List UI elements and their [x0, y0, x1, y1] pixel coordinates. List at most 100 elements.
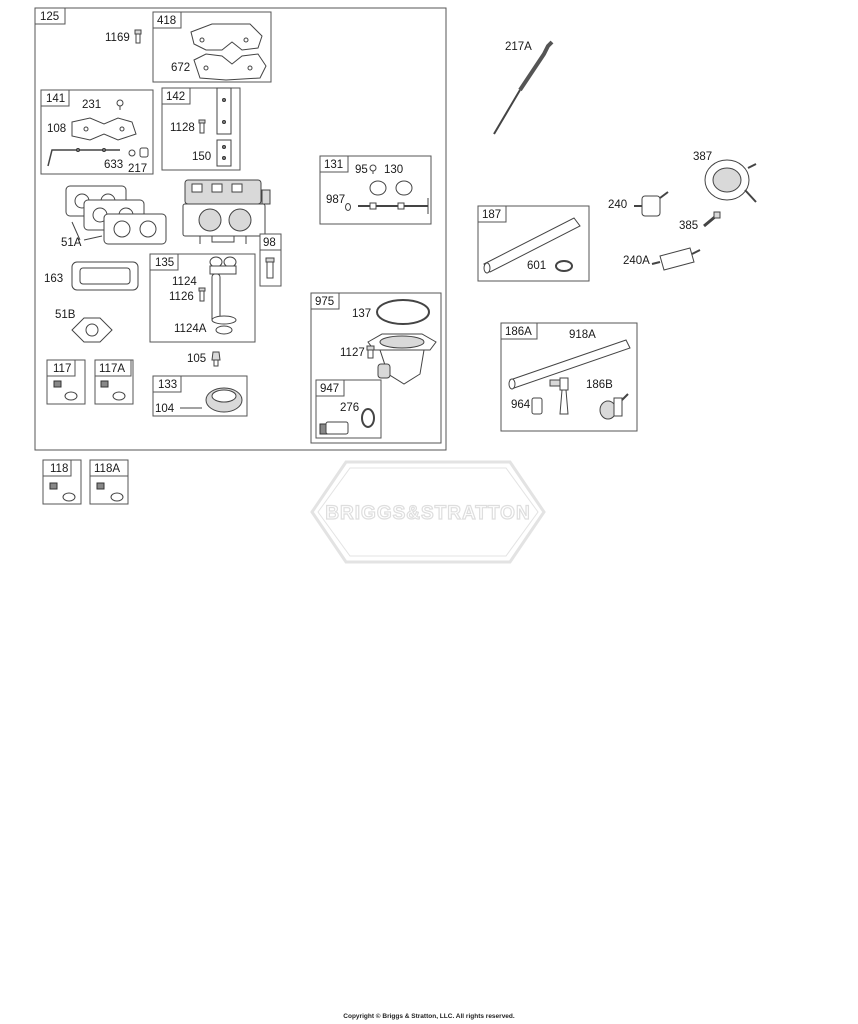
- solenoid-947-icon: [319, 421, 349, 435]
- group-box-125: [34, 7, 447, 451]
- screw-1128-icon: [198, 119, 206, 134]
- shaft-131-icon: [358, 198, 429, 214]
- float-bowl-975-icon: [367, 333, 437, 385]
- clip-987-icon: [345, 203, 351, 211]
- group-label-118: 118: [50, 463, 68, 475]
- clamp-601-icon: [555, 260, 573, 272]
- gasket-137-icon: [376, 299, 430, 325]
- part-label-51A: 51A: [61, 237, 82, 249]
- group-label-133: 133: [158, 379, 177, 391]
- group-label-142: 142: [166, 91, 185, 103]
- float-135-icon: [209, 256, 237, 325]
- shutoff-valve-186B-icon: [599, 393, 629, 420]
- part-label-137: 137: [352, 308, 371, 320]
- fitting-117-icon: [53, 380, 78, 401]
- fuel-filter-240-icon: [634, 191, 669, 217]
- part-label-240A: 240A: [623, 255, 650, 267]
- part-label-104: 104: [155, 403, 175, 415]
- screw-1126-icon: [198, 287, 206, 302]
- part-label-108: 108: [47, 123, 66, 135]
- screw-231-icon: [116, 99, 124, 110]
- group-box-142: [161, 87, 241, 171]
- part-label-964: 964: [511, 399, 531, 411]
- jet-98-icon: [265, 257, 275, 279]
- part-label-1124A: 1124A: [174, 323, 207, 335]
- fuel-pump-387-icon: [704, 159, 757, 203]
- screw-105-icon: [211, 351, 221, 367]
- valve-disc-left-icon: [369, 180, 387, 196]
- plate-108-icon: [71, 117, 137, 141]
- group-label-131: 131: [324, 159, 343, 171]
- plate-150-icon: [216, 139, 232, 167]
- screw-385-icon: [703, 211, 721, 228]
- fuel-filter-240A-icon: [651, 247, 701, 271]
- part-label-105: 105: [187, 353, 206, 365]
- group-label-186A: 186A: [505, 326, 532, 338]
- washer-633-icon: [128, 149, 136, 157]
- part-label-51B: 51B: [55, 309, 76, 321]
- gasket-51A-stack-icon: [65, 185, 167, 245]
- copyright-notice: Copyright © Briggs & Stratton, LLC. All …: [343, 1013, 515, 1020]
- group-label-418: 418: [157, 15, 176, 27]
- float-133-icon: [205, 387, 243, 413]
- screw-1127-icon: [366, 345, 375, 359]
- group-box-186A: [500, 322, 638, 432]
- part-label-186B: 186B: [586, 379, 613, 391]
- part-label-987: 987: [326, 194, 345, 206]
- linkage-rod-icon: [47, 148, 120, 167]
- group-label-975: 975: [315, 296, 334, 308]
- valve-disc-right-icon: [395, 180, 413, 196]
- screw-95-icon: [369, 164, 377, 174]
- part-label-672: 672: [171, 62, 190, 74]
- part-label-1128: 1128: [170, 122, 195, 134]
- group-box-975: [310, 292, 442, 444]
- elbow-fitting-icon: [549, 377, 569, 415]
- group-label-187: 187: [482, 209, 501, 221]
- group-label-98: 98: [263, 237, 276, 249]
- group-label-135: 135: [155, 257, 174, 269]
- part-label-918A: 918A: [569, 329, 596, 341]
- watermark-text: BRIGGS&STRATTON: [325, 503, 530, 524]
- part-label-240: 240: [608, 199, 627, 211]
- bracket-142-icon: [216, 87, 232, 135]
- brand-watermark: BRIGGS&STRATTON: [310, 460, 546, 564]
- sleeve-964-icon: [531, 397, 543, 415]
- part-label-1126: 1126: [169, 291, 194, 303]
- fuel-hose-187-icon: [483, 217, 581, 274]
- part-label-1127: 1127: [340, 347, 365, 359]
- group-label-947: 947: [320, 383, 339, 395]
- group-box-133: [152, 375, 248, 417]
- gasket-672-icon: [193, 53, 267, 81]
- carburetor-icon: [182, 179, 271, 244]
- gasket-51B-icon: [71, 317, 113, 343]
- group-box-135: [149, 253, 256, 343]
- oring-1124A-icon: [215, 325, 233, 335]
- group-box-947: [315, 379, 382, 439]
- group-box-141: [40, 89, 154, 175]
- gasket-163-icon: [71, 261, 139, 291]
- group-box-187: [477, 205, 590, 282]
- fitting-118-icon: [49, 482, 76, 502]
- washer-276-icon: [361, 408, 375, 428]
- bushing-217-icon: [139, 147, 149, 158]
- screw-1169-icon: [134, 29, 142, 44]
- group-box-131: [319, 155, 432, 225]
- part-label-217: 217: [128, 163, 147, 175]
- fitting-118A-icon: [96, 482, 124, 502]
- part-label-130: 130: [384, 164, 403, 176]
- fitting-117A-icon: [100, 380, 126, 401]
- part-label-217A: 217A: [505, 41, 532, 53]
- part-label-95: 95: [355, 164, 368, 176]
- group-label-118A: 118A: [94, 463, 120, 475]
- group-label-141: 141: [46, 93, 65, 105]
- part-label-1169: 1169: [105, 32, 130, 44]
- spring-217A-icon: [493, 40, 554, 135]
- part-label-163: 163: [44, 273, 63, 285]
- part-label-150: 150: [192, 151, 211, 163]
- gasket-418-icon: [190, 23, 263, 51]
- part-label-601: 601: [527, 260, 546, 272]
- part-label-231: 231: [82, 99, 101, 111]
- group-label-117A: 117A: [99, 363, 125, 375]
- part-label-633: 633: [104, 159, 123, 171]
